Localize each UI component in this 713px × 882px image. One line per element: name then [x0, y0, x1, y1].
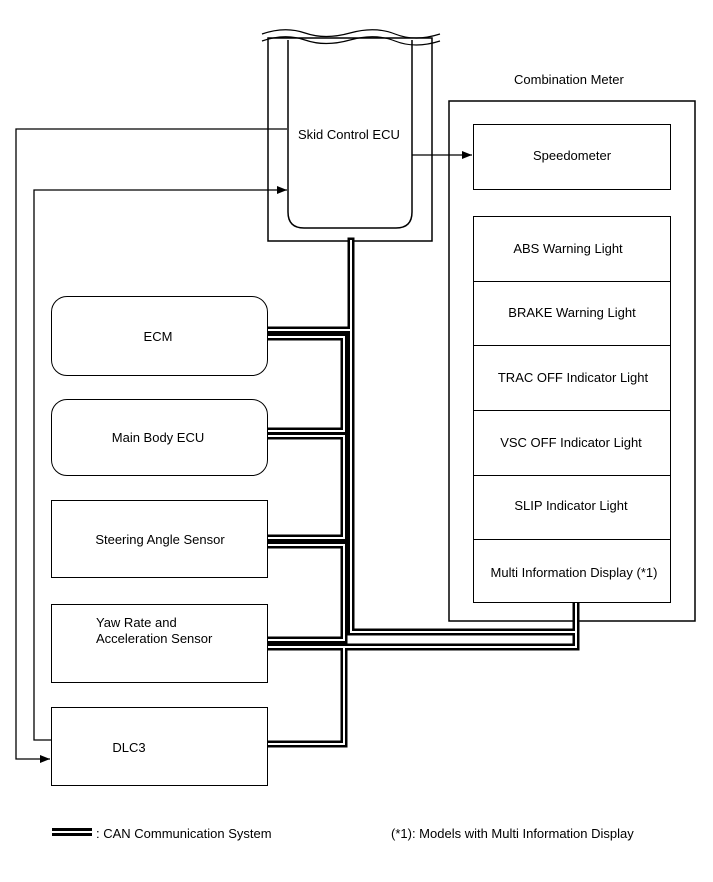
- combination-meter-frame: [448, 100, 696, 622]
- speedometer-label: Speedometer: [532, 148, 612, 163]
- lights-stack: [473, 216, 671, 603]
- vsc-off-indicator-label: VSC OFF Indicator Light: [500, 435, 642, 450]
- can-bus: [264, 237, 580, 748]
- divider: [473, 345, 671, 346]
- main-body-ecu-label: Main Body ECU: [111, 430, 205, 445]
- divider: [473, 281, 671, 282]
- skid-control-ecu-label: Skid Control ECU: [298, 127, 400, 142]
- yaw-rate-label-line1: Yaw Rate and: [96, 615, 177, 630]
- trac-off-indicator-label: TRAC OFF Indicator Light: [497, 370, 649, 385]
- yaw-rate-sensor-box: [51, 604, 268, 683]
- steering-angle-sensor-label: Steering Angle Sensor: [95, 532, 225, 547]
- main-body-ecu-box: [51, 399, 268, 476]
- ecm-label: ECM: [143, 329, 173, 344]
- legend-note: (*1): Models with Multi Information Disp…: [391, 826, 634, 841]
- skid-control-ecu-frame: [261, 29, 441, 242]
- speedometer-box: [473, 124, 671, 190]
- divider: [473, 410, 671, 411]
- multi-info-display-label: Multi Information Display (*1): [490, 565, 658, 580]
- steering-angle-sensor-box: [51, 500, 268, 578]
- divider: [473, 539, 671, 540]
- diagnostic-lines: [15, 128, 472, 763]
- divider: [473, 475, 671, 476]
- ecm-box: [51, 296, 268, 376]
- dlc3-label: DLC3: [112, 740, 146, 755]
- abs-warning-light-label: ABS Warning Light: [513, 241, 623, 256]
- dlc3-box: [51, 707, 268, 786]
- brake-warning-light-label: BRAKE Warning Light: [508, 305, 636, 320]
- legend-can-symbol: [52, 828, 92, 836]
- slip-indicator-label: SLIP Indicator Light: [514, 498, 628, 513]
- legend-can-label: : CAN Communication System: [96, 826, 272, 841]
- yaw-rate-label-line2: Acceleration Sensor: [96, 631, 213, 646]
- combination-meter-title: Combination Meter: [514, 72, 624, 87]
